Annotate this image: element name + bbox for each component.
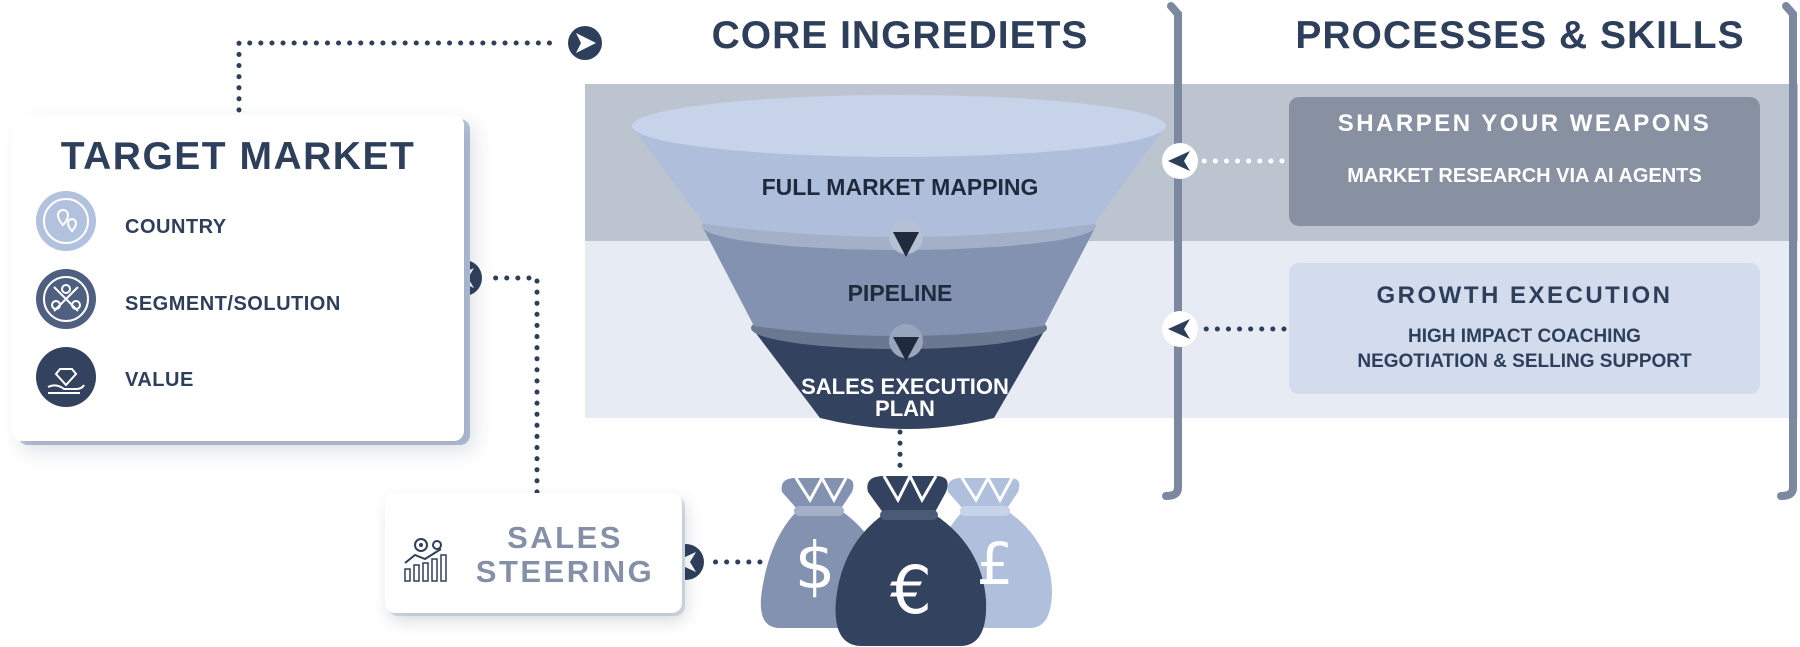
funnel-segment-plan bbox=[752, 328, 1046, 429]
weapons-box bbox=[1289, 97, 1760, 226]
target-item-value: VALUE bbox=[125, 369, 194, 391]
euro-bag bbox=[835, 472, 987, 646]
map-pins-icon bbox=[36, 191, 96, 251]
arrow-left-icon-weapons bbox=[1168, 151, 1190, 171]
core-column-bracket bbox=[1162, 2, 1182, 500]
growth-line-1: HIGH IMPACT COACHING bbox=[1408, 326, 1641, 347]
chevron-down-icon-2 bbox=[893, 337, 919, 361]
target-market-title: TARGET MARKET bbox=[60, 135, 416, 178]
funnel-label-mapping: FULL MARKET MAPPING bbox=[761, 174, 1039, 200]
arrow-left-icon-steering bbox=[674, 552, 696, 572]
core-ingredients-heading: CORE INGREDIETS bbox=[711, 14, 1089, 57]
pound-symbol: £ bbox=[976, 530, 1014, 598]
people-network-icon bbox=[36, 269, 96, 329]
funnel-label-plan: SALES EXECUTION PLAN bbox=[760, 376, 1050, 420]
euro-symbol: € bbox=[890, 552, 932, 629]
funnel-label-plan-line1: SALES EXECUTION bbox=[801, 374, 1009, 399]
growth-chart-gear-icon bbox=[404, 538, 447, 582]
processes-column-bracket bbox=[1777, 2, 1797, 500]
sales-steering-title: SALES STEERING bbox=[465, 521, 665, 589]
growth-title: GROWTH EXECUTION bbox=[1376, 282, 1673, 309]
weapons-line-1: MARKET RESEARCH VIA AI AGENTS bbox=[1347, 165, 1702, 187]
dollar-symbol: $ bbox=[794, 530, 836, 604]
funnel-label-plan-line2: PLAN bbox=[875, 396, 935, 421]
arrow-left-icon-growth bbox=[1168, 319, 1190, 339]
sales-steering-line2: STEERING bbox=[475, 554, 655, 589]
growth-line-2: NEGOTIATION & SELLING SUPPORT bbox=[1357, 351, 1692, 372]
funnel-rim-mapping bbox=[632, 95, 1166, 157]
target-item-segment: SEGMENT/SOLUTION bbox=[125, 293, 341, 315]
funnel-segment-pipeline bbox=[702, 226, 1096, 336]
target-item-country: COUNTRY bbox=[125, 216, 227, 238]
weapons-title: SHARPEN YOUR WEAPONS bbox=[1337, 110, 1712, 137]
target-market-card: TARGET MARKET COUNTRY SEGMENT/SOLUTION V… bbox=[12, 115, 464, 441]
connector-top bbox=[236, 40, 563, 113]
processes-skills-heading: PROCESSES & SKILLS bbox=[1295, 14, 1745, 57]
chevron-down-icon-1 bbox=[893, 232, 919, 257]
diamond-hand-icon bbox=[36, 347, 96, 407]
arrow-right-icon bbox=[576, 33, 596, 53]
sales-steering-card: SALES STEERING bbox=[385, 493, 682, 613]
funnel-label-pipeline: PIPELINE bbox=[847, 280, 953, 306]
connector-steering-target bbox=[485, 275, 540, 495]
sales-steering-line1: SALES bbox=[507, 520, 623, 555]
growth-box bbox=[1289, 263, 1760, 394]
funnel-segment-mapping bbox=[632, 126, 1166, 237]
